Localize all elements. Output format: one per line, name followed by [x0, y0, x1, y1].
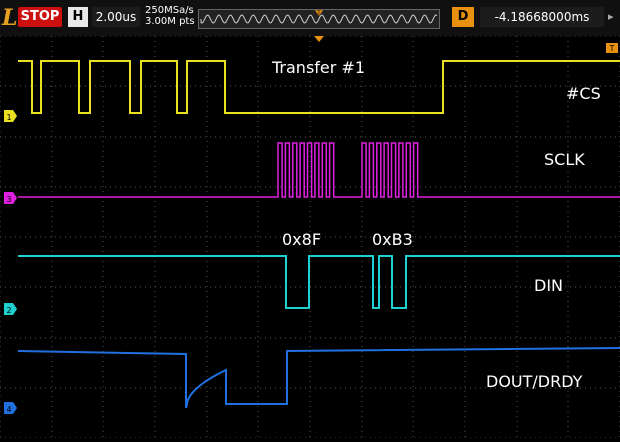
acquisition-info: 250MSa/s 3.00M pts — [145, 5, 195, 27]
trigger-position-icon — [315, 10, 323, 16]
ch1-label: #CS — [566, 84, 601, 103]
memory-depth: 3.00M pts — [145, 16, 195, 27]
ch3-sclk-waveform — [18, 142, 620, 198]
ch2-ground-marker[interactable]: 2 — [4, 303, 17, 315]
ch2-label: DIN — [534, 276, 564, 295]
ch4-dout-waveform — [17, 347, 620, 409]
timebase-readout[interactable]: 2.00us — [92, 7, 140, 27]
delay-button[interactable]: D — [452, 7, 474, 27]
ch4-label: DOUT/DRDY — [486, 372, 583, 391]
ch2-ground-label: 2 — [6, 306, 11, 315]
trigger-level-label: T — [609, 44, 615, 53]
trigger-level-marker-icon[interactable]: T — [606, 43, 618, 53]
waveform-display[interactable]: T 1 3 2 4 Transfer #1 #CS SCLK 0x8F 0xB3 — [0, 35, 620, 439]
ch3-label: SCLK — [544, 150, 585, 169]
ch3-ground-label: 3 — [6, 195, 11, 204]
delay-readout[interactable]: -4.18668000ms — [480, 7, 604, 27]
run-stop-button[interactable]: STOP — [18, 7, 62, 27]
ch2-din-waveform — [18, 255, 620, 309]
sample-rate: 250MSa/s — [145, 5, 194, 16]
ch3-ground-marker[interactable]: 3 — [4, 192, 17, 204]
ch1-ground-label: 1 — [6, 113, 11, 122]
toolbar: L STOP H 2.00us 250MSa/s 3.00M pts T D -… — [0, 0, 620, 36]
ch4-ground-marker[interactable]: 4 — [4, 402, 17, 414]
horizontal-button[interactable]: H — [68, 7, 88, 27]
transfer-annotation: Transfer #1 — [272, 58, 366, 77]
delay-arrow-icon[interactable]: ▸ — [608, 10, 614, 23]
brand-logo: L — [2, 5, 18, 31]
memory-waveform-preview: T — [200, 10, 438, 24]
memory-overview-bar[interactable]: T — [198, 9, 440, 29]
ch1-ground-marker[interactable]: 1 — [4, 110, 17, 122]
trigger-position-label: T — [316, 10, 321, 17]
byte2-annotation: 0xB3 — [372, 230, 413, 249]
trigger-time-marker-icon[interactable] — [314, 36, 324, 42]
byte1-annotation: 0x8F — [282, 230, 322, 249]
ch1-cs-waveform — [18, 60, 620, 114]
ch4-ground-label: 4 — [6, 405, 11, 414]
